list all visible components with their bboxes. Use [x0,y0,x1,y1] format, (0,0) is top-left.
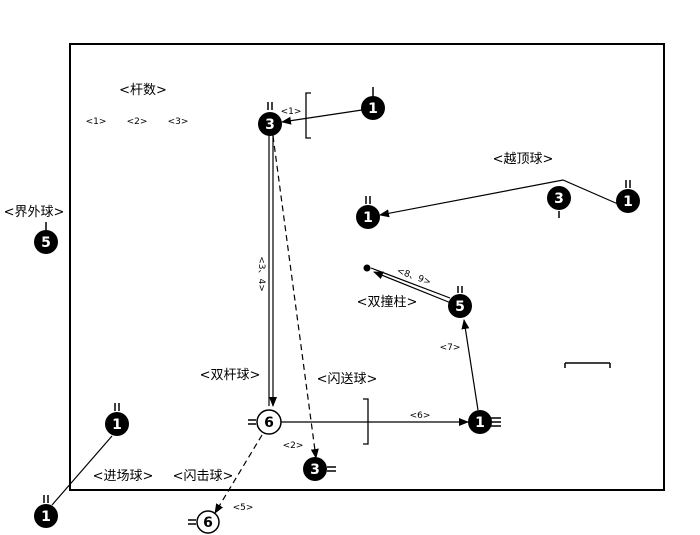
svg-text:3: 3 [310,462,320,478]
ball-3-mid: 3 [547,186,571,210]
ball-5-mid: 5 [448,294,472,318]
label-n1a: <1> [86,117,107,127]
label-shuang-zhuang-zhu: <双撞柱> [357,295,418,310]
label-n2a: <2> [127,117,148,127]
line-over-top [379,179,619,218]
label-n2b: <2> [283,441,304,451]
svg-text:1: 1 [475,415,485,431]
ball-1-left-mid: 1 [356,205,380,229]
boundary-marker [564,362,611,368]
label-n5: <5> [233,503,254,513]
label-n34: <3、4> [256,256,266,292]
svg-text:1: 1 [623,194,633,210]
label-shuang-gan-qiu: <双杆球> [200,368,261,383]
line-entry [51,435,113,506]
ball-6-outside: 6 [196,510,220,534]
svg-text:1: 1 [368,101,378,117]
dashed-6-to-6 [214,434,263,514]
field-boundary [69,43,665,491]
svg-text:1: 1 [41,509,51,525]
svg-text:3: 3 [265,117,275,133]
ball-6-center: 6 [256,409,282,435]
line-1-to-5 [461,319,479,411]
svg-text:6: 6 [264,415,274,431]
dashed-3-to-3 [272,135,319,459]
label-shan-ji-qiu: <闪击球> [173,469,234,484]
ball-ticks [43,87,631,525]
ball-1-lower-right: 1 [468,410,492,434]
svg-text:6: 6 [203,515,213,531]
double-stake-a [370,267,451,299]
line-1-to-3 [281,109,363,125]
ball-1-right: 1 [616,189,640,213]
ball-5-out: 5 [34,230,58,254]
label-jie-wai-qiu: <界外球> [4,205,65,220]
svg-text:1: 1 [112,417,122,433]
label-n6: <6> [410,411,431,421]
label-n7: <7> [440,343,461,353]
svg-text:5: 5 [455,299,465,315]
ball-1-lower-left: 1 [105,412,129,436]
label-jin-chang-qiu: <进场球> [93,469,154,484]
label-n3a: <3> [168,117,189,127]
ball-3-top: 3 [258,112,282,136]
svg-text:1: 1 [363,210,373,226]
ball-3-bottom: 3 [303,457,327,481]
ball-1-top: 1 [361,96,385,120]
label-n1b: <1> [281,107,302,117]
double-stake-b [373,271,452,304]
ball-1-outside: 1 [34,504,58,528]
stake-dot [363,264,371,272]
svg-text:5: 5 [41,235,51,251]
bracket-top [305,92,311,139]
label-yue-ding-qiu: <越顶球> [493,152,554,167]
label-shan-song-qiu: <闪送球> [317,372,378,387]
svg-text:3: 3 [554,191,564,207]
label-gan-shu: <杆数> [119,83,167,98]
